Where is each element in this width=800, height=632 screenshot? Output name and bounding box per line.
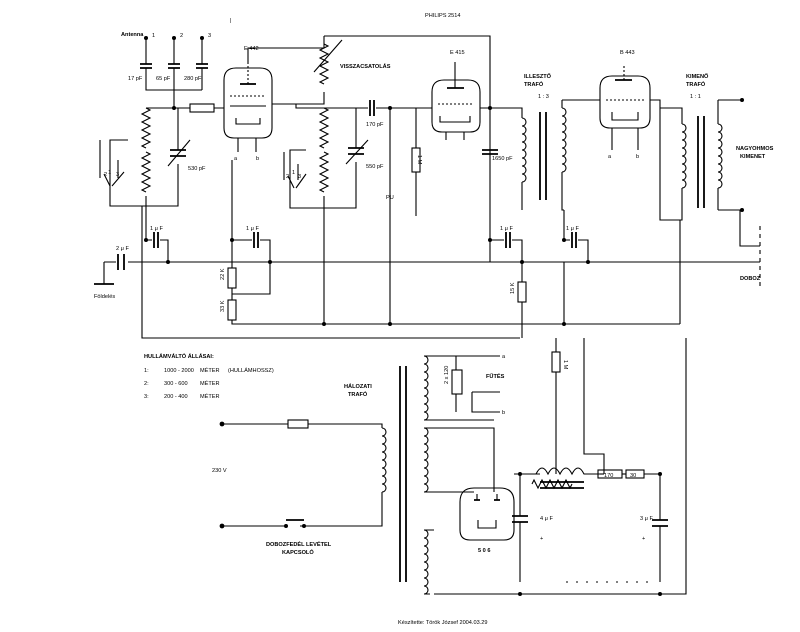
feedback-resistor: VISSZACSATOLÁS <box>296 39 391 105</box>
cap-65pf-label: 65 pF <box>156 76 171 82</box>
tube-e442-label: E 442 <box>244 46 259 52</box>
cap-1650pf-label: 1650 pF <box>492 156 513 162</box>
wave-row-2-unit: MÉTER <box>200 380 220 387</box>
tuning-circuit-1: 1 2 3 530 pF <box>99 107 206 207</box>
schematic-title: PHILIPS 2514 <box>425 13 460 19</box>
wave-row-1-range: 1000 - 2000 <box>164 368 194 374</box>
hi-z-output-label-1: NAGYOHMOS <box>736 146 774 152</box>
wave-row-1-unit: MÉTER <box>200 367 220 374</box>
switch1-pos2: 2 <box>104 172 107 178</box>
resistor-33k-label: 33 K <box>220 300 226 312</box>
stray-mark: | <box>230 18 231 24</box>
heater-label: FŰTÉS <box>486 372 505 380</box>
mains-trafo-label-1: HÁLOZATI <box>344 383 372 390</box>
wave-row-1-note: (HULLÁMHOSSZ) <box>228 367 274 374</box>
feedback-label: VISSZACSATOLÁS <box>340 63 391 70</box>
wave-row-3-range: 200 - 400 <box>164 394 188 400</box>
cap-1uf-4-label: 1 μ F <box>566 226 579 232</box>
cap-170pf-label: 170 pF <box>366 122 384 128</box>
heater-a-label: a <box>502 354 506 360</box>
wave-row-3-unit: MÉTER <box>200 393 220 400</box>
coupling-transformer: ILLESZTŐ TRAFÓ 1 : 3 <box>490 73 600 211</box>
cap-3uf-plus: + <box>642 536 645 542</box>
lid-switch-label-2: KAPCSOLÓ <box>282 548 314 556</box>
cap-280pf-label: 280 pF <box>184 76 202 82</box>
output-transformer: KIMENŐ TRAFÓ 1 : 1 NAGYOHMOS KIMENET DOB… <box>650 73 774 286</box>
cap-550pf-label: 550 pF <box>366 164 384 170</box>
antenna-1-label: 1 <box>152 33 155 39</box>
lid-switch-label-1: DOBOZFEDÉL LEVÉTEL <box>266 540 332 548</box>
cap-3uf-label: 3 μ F <box>640 516 653 522</box>
wave-switch-heading: HULLÁMVÁLTÓ ÁLLÁSAI: <box>144 352 214 360</box>
cap-17pf-label: 17 pF <box>128 76 143 82</box>
tube-b443: B 443 a b <box>599 50 651 160</box>
wave-row-3-pos: 3: <box>144 394 149 400</box>
tube-e442: E 442 a b <box>223 46 273 162</box>
tube-e415-label: E 415 <box>450 50 465 56</box>
wave-row-2-pos: 2: <box>144 381 149 387</box>
heater-b-label: b <box>502 410 505 416</box>
b443-a-label: a <box>608 154 612 160</box>
hi-z-output-label-2: KIMENET <box>740 154 766 160</box>
tube-b443-label: B 443 <box>620 50 635 56</box>
switch2-pos2: 2 <box>286 174 289 180</box>
case-label: DOBOZ <box>740 276 761 282</box>
resistor-170-label: 170 <box>604 473 613 479</box>
b443-b-label: b <box>636 154 639 160</box>
cap-530pf-label: 530 pF <box>188 166 206 172</box>
output-trafo-label-1: KIMENŐ <box>686 73 709 80</box>
wave-row-2-range: 300 - 600 <box>164 381 188 387</box>
switch2-pos1: 1 <box>292 170 295 176</box>
coupling-trafo-label-2: TRAFÓ <box>524 80 544 88</box>
output-ratio-label: 1 : 1 <box>690 94 701 100</box>
antenna-section: Antenna 1 2 3 17 pF 65 pF 280 pF <box>121 32 211 91</box>
wave-switch-table: HULLÁMVÁLTÓ ÁLLÁSAI: 1: 1000 - 2000 MÉTE… <box>144 352 274 400</box>
tuning-circuit-2: 1 2 3 170 pF 550 pF <box>283 107 384 209</box>
heater-resistor-label: 2 x 120 <box>444 366 450 384</box>
resistor-1m-b-label: 1 M <box>562 360 568 370</box>
rectifier-label: 5 0 6 <box>478 548 490 554</box>
ground-label: Földelés <box>94 294 115 300</box>
e442-b-label: b <box>256 156 259 162</box>
cap-1uf-1-label: 1 μ F <box>150 226 163 232</box>
rectifier-tube: 5 0 6 <box>459 487 515 554</box>
pickup-label: PU <box>386 195 394 201</box>
resistor-15k-label: 15 K <box>510 282 516 294</box>
cap-4uf-label: 4 μ F <box>540 516 553 522</box>
antenna-label: Antenna <box>121 32 144 38</box>
coupling-trafo-label-1: ILLESZTŐ <box>524 73 552 80</box>
output-trafo-label-2: TRAFÓ <box>686 80 706 88</box>
resistor-1m-label: 1 M <box>416 155 422 165</box>
switch2-pos3: 3 <box>298 174 301 180</box>
switch1-pos3: 3 <box>116 172 119 178</box>
wave-row-1-pos: 1: <box>144 368 149 374</box>
cap-1uf-2-label: 1 μ F <box>246 226 259 232</box>
coupling-ratio-label: 1 : 3 <box>538 94 549 100</box>
cap-2uf-label: 2 μ F <box>116 246 129 252</box>
footer-credit: Készítette: Török József 2004.03.29 <box>398 620 487 626</box>
antenna-3-label: 3 <box>208 33 211 39</box>
mains-trafo-label-2: TRAFÓ <box>348 390 368 398</box>
cap-4uf-plus: + <box>540 536 543 542</box>
mains-transformer: HÁLOZATI TRAFÓ <box>344 355 495 595</box>
resistor-30-label: 30 <box>630 473 636 479</box>
mains-voltage-label: 230 V <box>212 468 227 474</box>
e442-a-label: a <box>234 156 238 162</box>
antenna-2-label: 2 <box>180 33 183 39</box>
switch1-pos1: 1 <box>108 170 111 176</box>
tube-e415: E 415 <box>431 50 481 140</box>
resistor-22k-label: 22 K <box>220 268 226 280</box>
cap-1uf-3-label: 1 μ F <box>500 226 513 232</box>
